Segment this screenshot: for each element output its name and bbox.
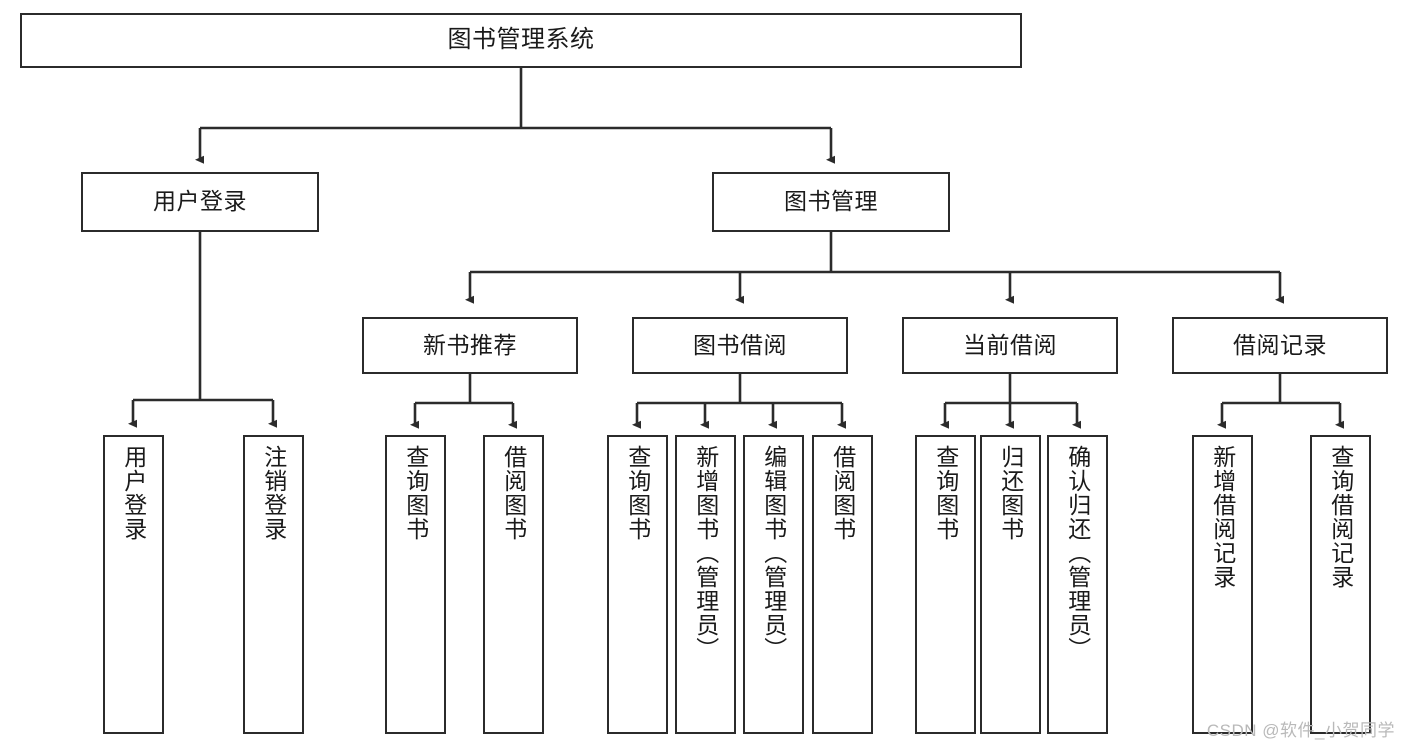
- node-root-system[interactable]: 图书管理系统: [20, 13, 1022, 68]
- leaf-record-query-record[interactable]: 查询借阅记录: [1310, 435, 1371, 734]
- leaf-user-login-login[interactable]: 用户登录: [103, 435, 164, 734]
- node-label: 借阅图书: [500, 445, 527, 541]
- leaf-recommend-borrow-book[interactable]: 借阅图书: [483, 435, 544, 734]
- node-label: 确认归还（管理员）: [1064, 445, 1091, 661]
- node-label: 新增借阅记录: [1209, 445, 1236, 589]
- leaf-current-confirm-return-admin[interactable]: 确认归还（管理员）: [1047, 435, 1108, 734]
- watermark-text: CSDN @软件_小贺同学: [1206, 721, 1395, 740]
- leaf-recommend-query-book[interactable]: 查询图书: [385, 435, 446, 734]
- node-label: 查询图书: [402, 445, 429, 541]
- node-label: 图书管理系统: [447, 26, 595, 54]
- leaf-borrow-query-book[interactable]: 查询图书: [607, 435, 668, 734]
- node-current-borrow[interactable]: 当前借阅: [902, 317, 1118, 374]
- node-label: 图书管理: [784, 188, 878, 215]
- leaf-current-return-book[interactable]: 归还图书: [980, 435, 1041, 734]
- node-label: 借阅记录: [1233, 331, 1327, 358]
- node-label: 编辑图书（管理员）: [760, 445, 787, 661]
- leaf-borrow-edit-book-admin[interactable]: 编辑图书（管理员）: [743, 435, 804, 734]
- node-label: 当前借阅: [963, 331, 1057, 358]
- node-book-management[interactable]: 图书管理: [712, 172, 950, 232]
- leaf-borrow-borrow-book[interactable]: 借阅图书: [812, 435, 873, 734]
- leaf-borrow-add-book-admin[interactable]: 新增图书（管理员）: [675, 435, 736, 734]
- node-label: 查询图书: [624, 445, 651, 541]
- node-new-book-recommend[interactable]: 新书推荐: [362, 317, 578, 374]
- leaf-record-add-record[interactable]: 新增借阅记录: [1192, 435, 1253, 734]
- leaf-current-query-book[interactable]: 查询图书: [915, 435, 976, 734]
- node-label: 查询图书: [932, 445, 959, 541]
- node-book-borrow[interactable]: 图书借阅: [632, 317, 848, 374]
- node-label: 归还图书: [997, 445, 1024, 541]
- node-label: 查询借阅记录: [1327, 445, 1354, 589]
- leaf-user-login-logout[interactable]: 注销登录: [243, 435, 304, 734]
- node-borrow-record[interactable]: 借阅记录: [1172, 317, 1388, 374]
- node-label: 用户登录: [153, 188, 247, 215]
- node-label: 新书推荐: [423, 331, 517, 358]
- node-label: 注销登录: [260, 445, 287, 541]
- node-label: 用户登录: [120, 445, 147, 541]
- node-user-login[interactable]: 用户登录: [81, 172, 319, 232]
- node-label: 新增图书（管理员）: [692, 445, 719, 661]
- node-label: 图书借阅: [693, 331, 787, 358]
- node-label: 借阅图书: [829, 445, 856, 541]
